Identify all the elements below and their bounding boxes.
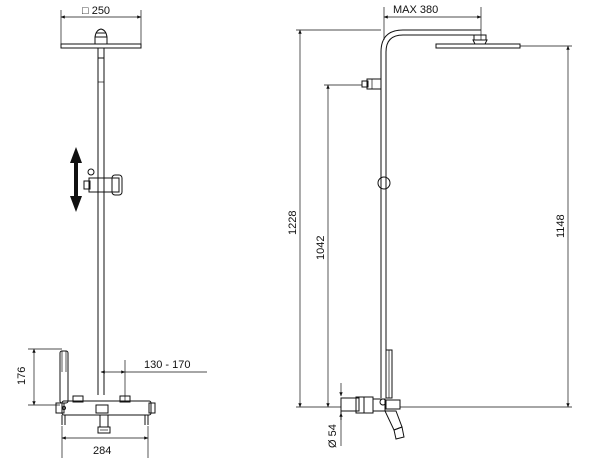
total-height-label: 1228 (287, 211, 299, 235)
side-mixer-body (340, 396, 405, 440)
side-shower-head (435, 34, 521, 49)
arm-height-label: 1042 (315, 236, 327, 260)
connector-diameter-dimension: Ø 54 (327, 383, 343, 448)
head-size-label: □ 250 (82, 5, 110, 17)
height-adjust-arrow (70, 147, 82, 212)
side-slider-knob (377, 176, 391, 190)
hand-shower (59, 350, 69, 404)
head-height-dimension: 1148 (520, 45, 572, 408)
arm-reach-label: MAX 380 (393, 4, 438, 16)
head-size-dimension: □ 250 (60, 5, 142, 44)
handshower-height-label: 176 (16, 367, 28, 385)
mixer-body (55, 395, 156, 434)
rain-shower-head (60, 28, 142, 59)
head-height-label: 1148 (555, 214, 567, 238)
front-view: □ 250 (16, 5, 207, 458)
mixer-width-dimension: 284 (61, 426, 149, 458)
connector-diameter-label: Ø 54 (327, 424, 339, 448)
arm-height-dimension: 1042 (315, 84, 362, 408)
arm-height-clamp (361, 78, 382, 90)
riser-pipe (97, 58, 105, 395)
outlet-spacing-dimension: 130 - 170 (100, 359, 207, 401)
side-hand-shower (385, 349, 393, 399)
total-height-dimension: 1228 (287, 29, 381, 408)
outlet-spacing-label: 130 - 170 (144, 359, 190, 371)
side-view: MAX 380 (287, 4, 572, 448)
handshower-height-dimension: 176 (16, 348, 62, 406)
slider-bracket (83, 168, 123, 196)
mixer-width-label: 284 (93, 445, 111, 457)
side-riser-and-arm (380, 29, 481, 398)
